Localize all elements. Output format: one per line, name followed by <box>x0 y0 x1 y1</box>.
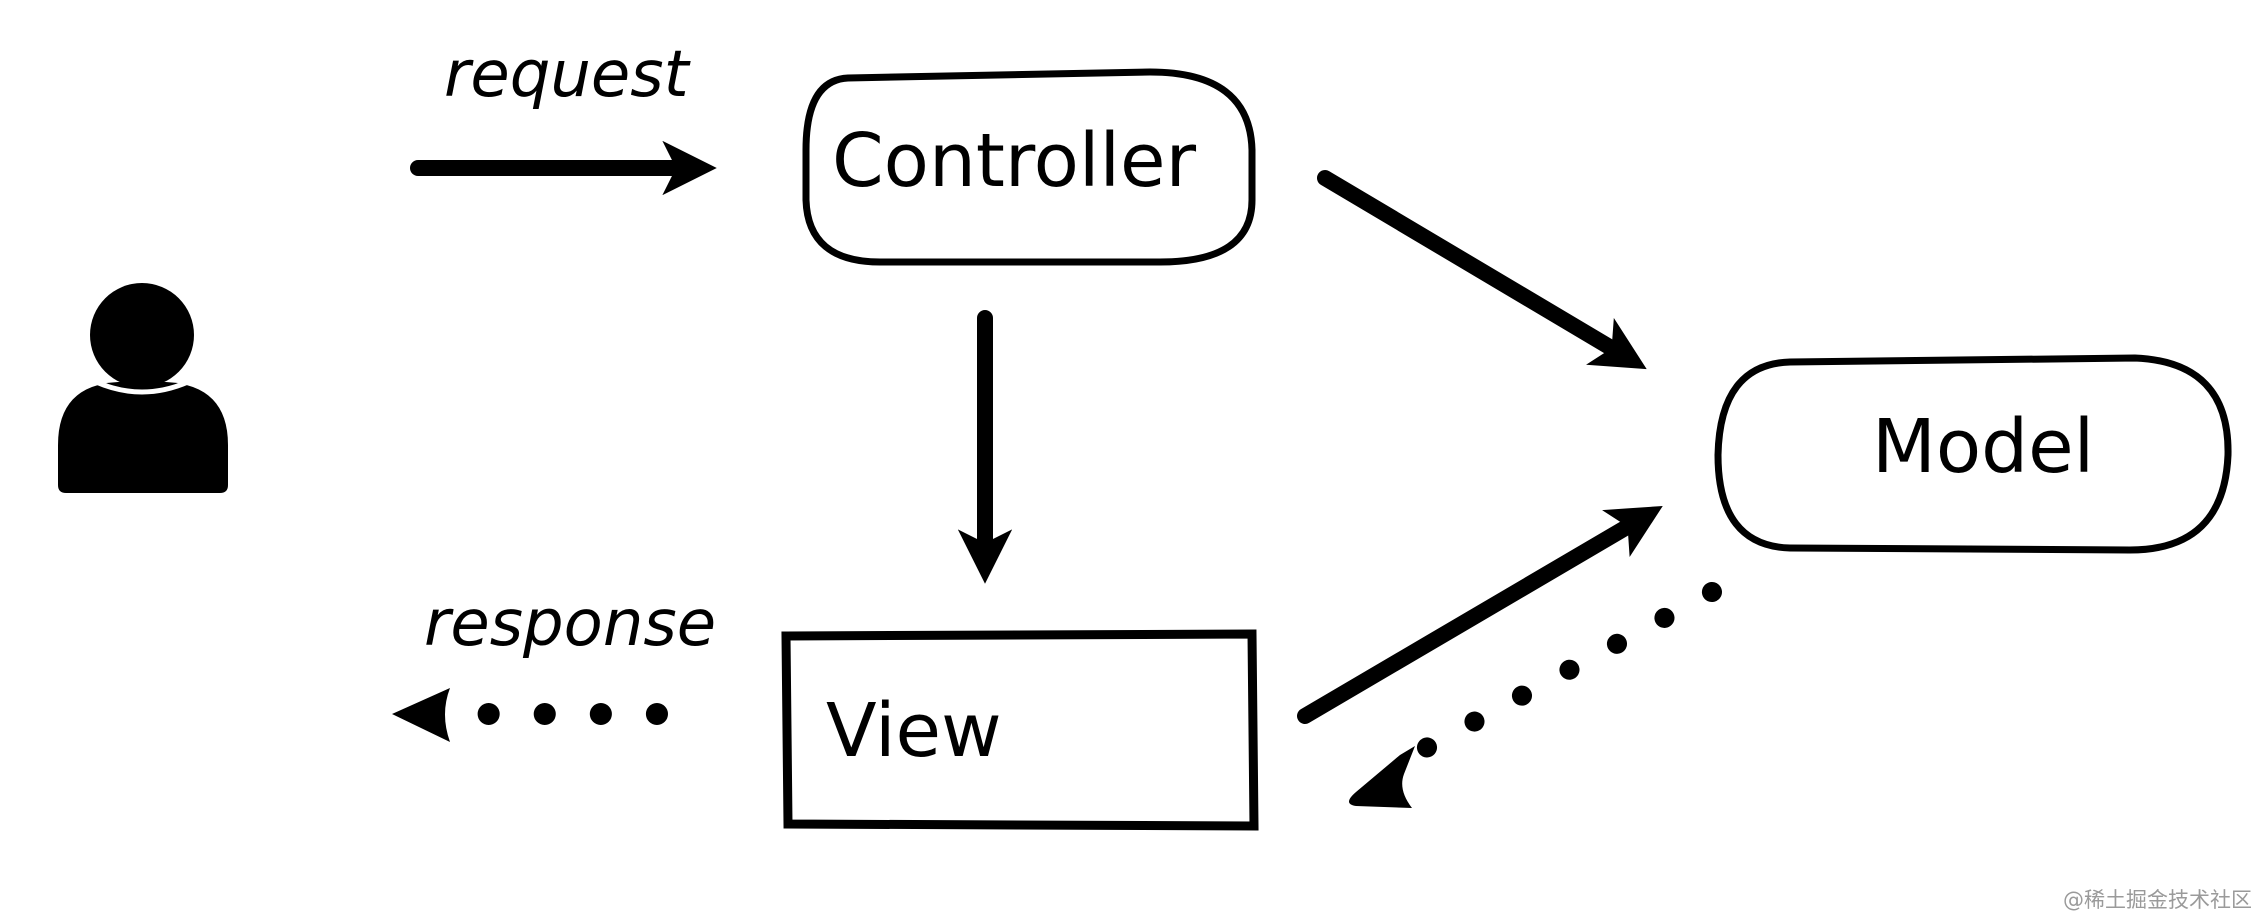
response-dotted-arrow <box>392 688 668 742</box>
controller-node: Controller <box>802 68 1256 266</box>
controller-label: Controller <box>832 118 1197 204</box>
user-icon <box>58 283 228 493</box>
request-label: request <box>444 38 692 112</box>
controller-to-model-arrow <box>1317 170 1647 370</box>
view-node: View <box>781 629 1259 831</box>
model-node: Model <box>1714 354 2232 554</box>
model-to-view-dotted-arrow <box>1349 582 1722 808</box>
watermark-text: @稀土掘金技术社区 <box>2063 888 2252 912</box>
model-label: Model <box>1872 404 2094 490</box>
response-label: response <box>424 587 716 661</box>
view-label: View <box>826 688 1002 774</box>
view-to-model-arrow <box>1297 505 1663 724</box>
